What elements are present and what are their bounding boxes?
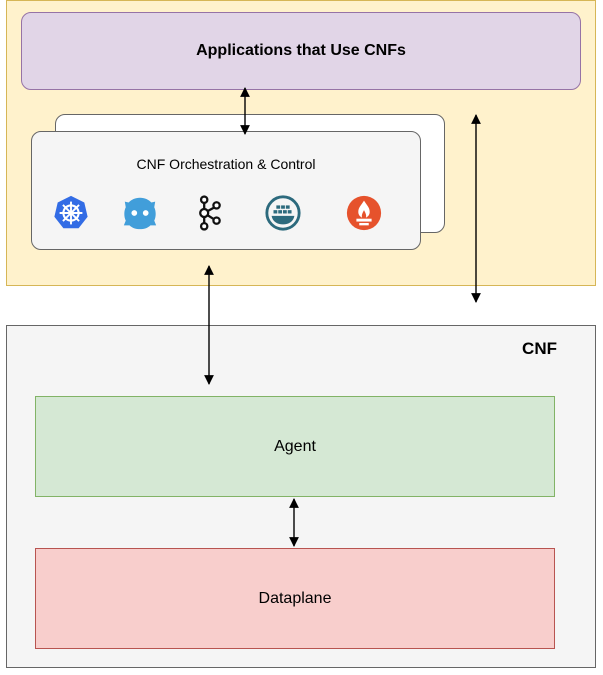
- agent-box: Agent: [35, 396, 555, 497]
- prometheus-icon: [346, 195, 382, 231]
- etcd-icon: [123, 197, 157, 230]
- orchestration-label: CNF Orchestration & Control: [136, 156, 316, 172]
- dataplane-label: Dataplane: [258, 589, 332, 607]
- agent-label: Agent: [274, 437, 316, 455]
- applications-label: Applications that Use CNFs: [196, 42, 406, 59]
- docker-registry-icon: [265, 195, 301, 231]
- applications-box: Applications that Use CNFs: [21, 12, 581, 90]
- kafka-icon: [199, 195, 221, 231]
- orchestration-box: CNF Orchestration & Control: [31, 131, 421, 250]
- cnf-label: CNF: [522, 339, 557, 358]
- kubernetes-icon: [54, 195, 88, 229]
- dataplane-box: Dataplane: [35, 548, 555, 649]
